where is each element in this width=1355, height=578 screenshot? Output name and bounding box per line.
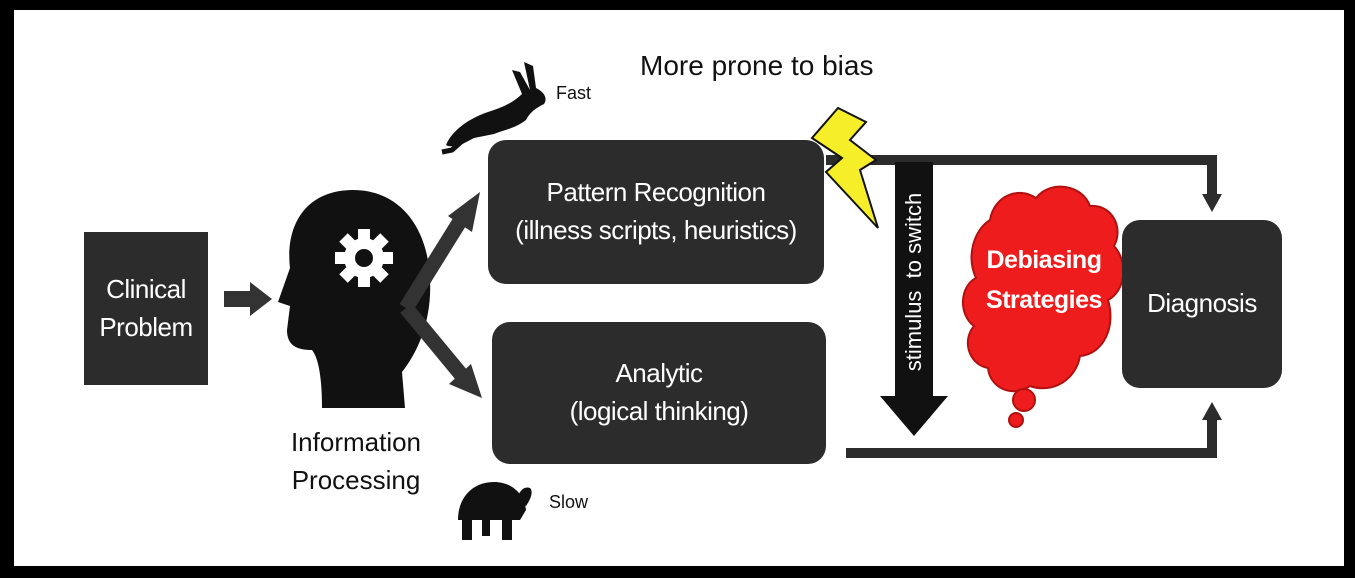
clinical-problem-box: Clinical Problem: [84, 232, 208, 385]
head-gear-icon: [278, 190, 431, 408]
information-processing-label: Information Processing: [276, 424, 436, 499]
fast-label: Fast: [556, 83, 592, 103]
analytic-box: Analytic (logical thinking): [492, 322, 826, 464]
diagnosis-label: Diagnosis: [1147, 288, 1257, 319]
lightning-icon: [810, 106, 879, 229]
clinical-problem-line-1: Clinical: [106, 273, 186, 304]
flow-lines: [826, 155, 1222, 458]
information-processing-line-1: Information: [290, 427, 422, 457]
stimulus-arrow: [880, 162, 948, 436]
clinical-problem-line-2: Problem: [99, 311, 193, 342]
branch-arrows: [399, 192, 482, 398]
debiasing-line-2: Strategies: [986, 286, 1102, 314]
pattern-recognition-title: Pattern Recognition: [546, 177, 766, 208]
bias-label: More prone to bias: [640, 50, 874, 81]
slow-label: Slow: [549, 492, 589, 512]
pattern-recognition-subtitle: (illness scripts, heuristics): [515, 215, 797, 245]
tortoise-icon: [458, 482, 532, 540]
rabbit-icon: [441, 62, 546, 155]
thought-cloud-icon: [961, 185, 1125, 428]
debiasing-strategies-label: Debiasing Strategies: [976, 240, 1112, 320]
stimulus-to-switch-label: stimulus to switch: [901, 192, 926, 372]
information-processing-line-2: Processing: [291, 464, 421, 495]
diagnosis-box: Diagnosis: [1122, 220, 1282, 388]
analytic-title: Analytic: [615, 358, 703, 389]
analytic-subtitle: (logical thinking): [569, 396, 749, 426]
debiasing-line-1: Debiasing: [986, 246, 1102, 274]
arrow-to-head: [224, 282, 272, 316]
pattern-recognition-box: Pattern Recognition (illness scripts, he…: [488, 140, 824, 284]
